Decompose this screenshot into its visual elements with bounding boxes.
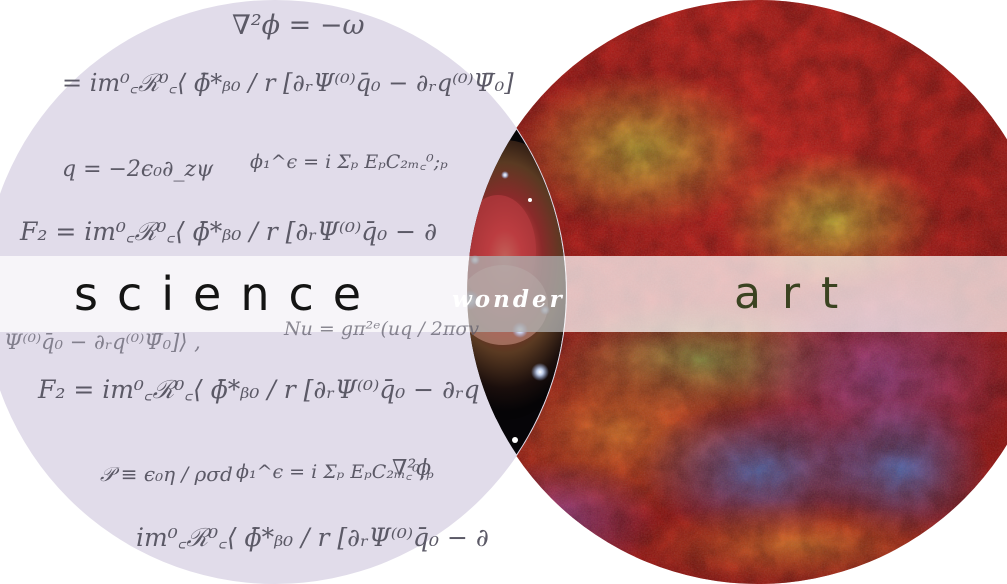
equation: 𝒫 ≡ ϵ₀η / ρσd — [100, 462, 233, 486]
equation: ∇²ϕ = −ω — [232, 10, 365, 41]
equation: Ψ⁽⁰⁾q̄₀ − ∂ᵣq⁽⁰⁾Ψ̄₀]⟩ , — [4, 330, 201, 354]
science-label: science — [74, 256, 380, 332]
equation: = im⁰꜀ℛ⁰꜀⟨ ϕ̄*ᵦ₀ / r [∂ᵣΨ⁽⁰⁾q̄₀ − ∂ᵣq⁽⁰⁾… — [62, 66, 514, 99]
equation: q = −2ϵ₀∂_zψ — [62, 157, 213, 182]
equation: F₂ = im⁰꜀ℛ⁰꜀⟨ ϕ̄*ᵦ₀ / r [∂ᵣΨ⁽⁰⁾q̄₀ − ∂ᵣq — [38, 372, 480, 406]
equation: F₂ = im⁰꜀ℛ⁰꜀⟨ ϕ̄*ᵦ₀ / r [∂ᵣΨ⁽⁰⁾q̄₀ − ∂ — [20, 214, 437, 248]
equation: im⁰꜀ℛ⁰꜀⟨ ϕ̄*ᵦ₀ / r [∂ᵣΨ⁽⁰⁾q̄₀ − ∂ — [136, 520, 489, 554]
wonder-label: wonder — [452, 262, 565, 338]
art-label: art — [734, 256, 859, 332]
equation: ϕ₁^ϵ = i Σₚ EₚC₂ₘ꜀⁰;ₚ — [250, 148, 448, 174]
equation: ∇²ϕ — [392, 456, 431, 481]
